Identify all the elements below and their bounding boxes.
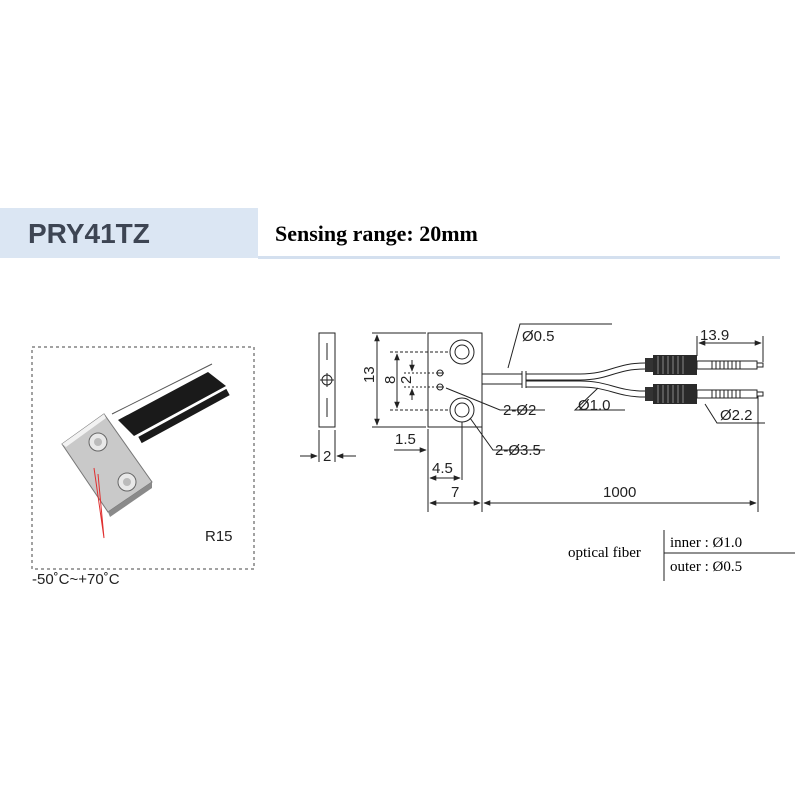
dim-cable-length: 1000 <box>603 484 636 501</box>
dim-height: 13 <box>361 366 378 383</box>
dim-emitter-pitch: 2 <box>398 376 415 384</box>
label-emitter-holes: 2-Ø2 <box>503 402 536 419</box>
dim-hole-offset: 4.5 <box>432 460 453 477</box>
fiber-spec-label: optical fiber <box>568 545 641 561</box>
fiber-cable-2 <box>138 388 230 444</box>
title-banner <box>0 208 780 258</box>
front-view-dims <box>372 332 759 512</box>
dim-body-width: 7 <box>451 484 459 501</box>
label-sleeve-diameter: Ø2.2 <box>720 407 753 424</box>
connector-2 <box>645 384 764 404</box>
product-photo-panel: R15 -50˚C~+70˚C <box>31 346 255 588</box>
fiber-leads <box>526 362 646 398</box>
banner-underline <box>258 256 780 259</box>
front-view <box>427 332 527 428</box>
temperature-range: -50˚C~+70˚C <box>32 571 120 588</box>
connector-dims <box>445 323 765 451</box>
dim-connector-length: 13.9 <box>700 327 729 344</box>
label-mount-holes: 2-Ø3.5 <box>495 442 541 459</box>
side-view <box>300 332 356 462</box>
dim-edge-offset: 1.5 <box>395 431 416 448</box>
dim-hole-pitch: 8 <box>382 376 399 384</box>
fiber-outer-spec: outer : Ø0.5 <box>670 559 742 575</box>
connector-1 <box>645 355 764 375</box>
bend-radius-label: R15 <box>205 528 233 545</box>
fiber-inner-spec: inner : Ø1.0 <box>670 535 742 551</box>
fiber-spec: optical fiber inner : Ø1.0 outer : Ø0.5 <box>568 530 795 581</box>
label-tip-diameter: Ø0.5 <box>522 328 555 345</box>
photo-frame <box>31 346 255 570</box>
dim-thickness: 2 <box>323 448 331 465</box>
fiber-cable-1 <box>118 372 226 436</box>
sensing-range: Sensing range: 20mm <box>275 221 478 246</box>
beam-trace <box>93 467 105 539</box>
label-fiber-diameter: Ø1.0 <box>578 397 611 414</box>
model-name: PRY41TZ <box>28 218 150 249</box>
